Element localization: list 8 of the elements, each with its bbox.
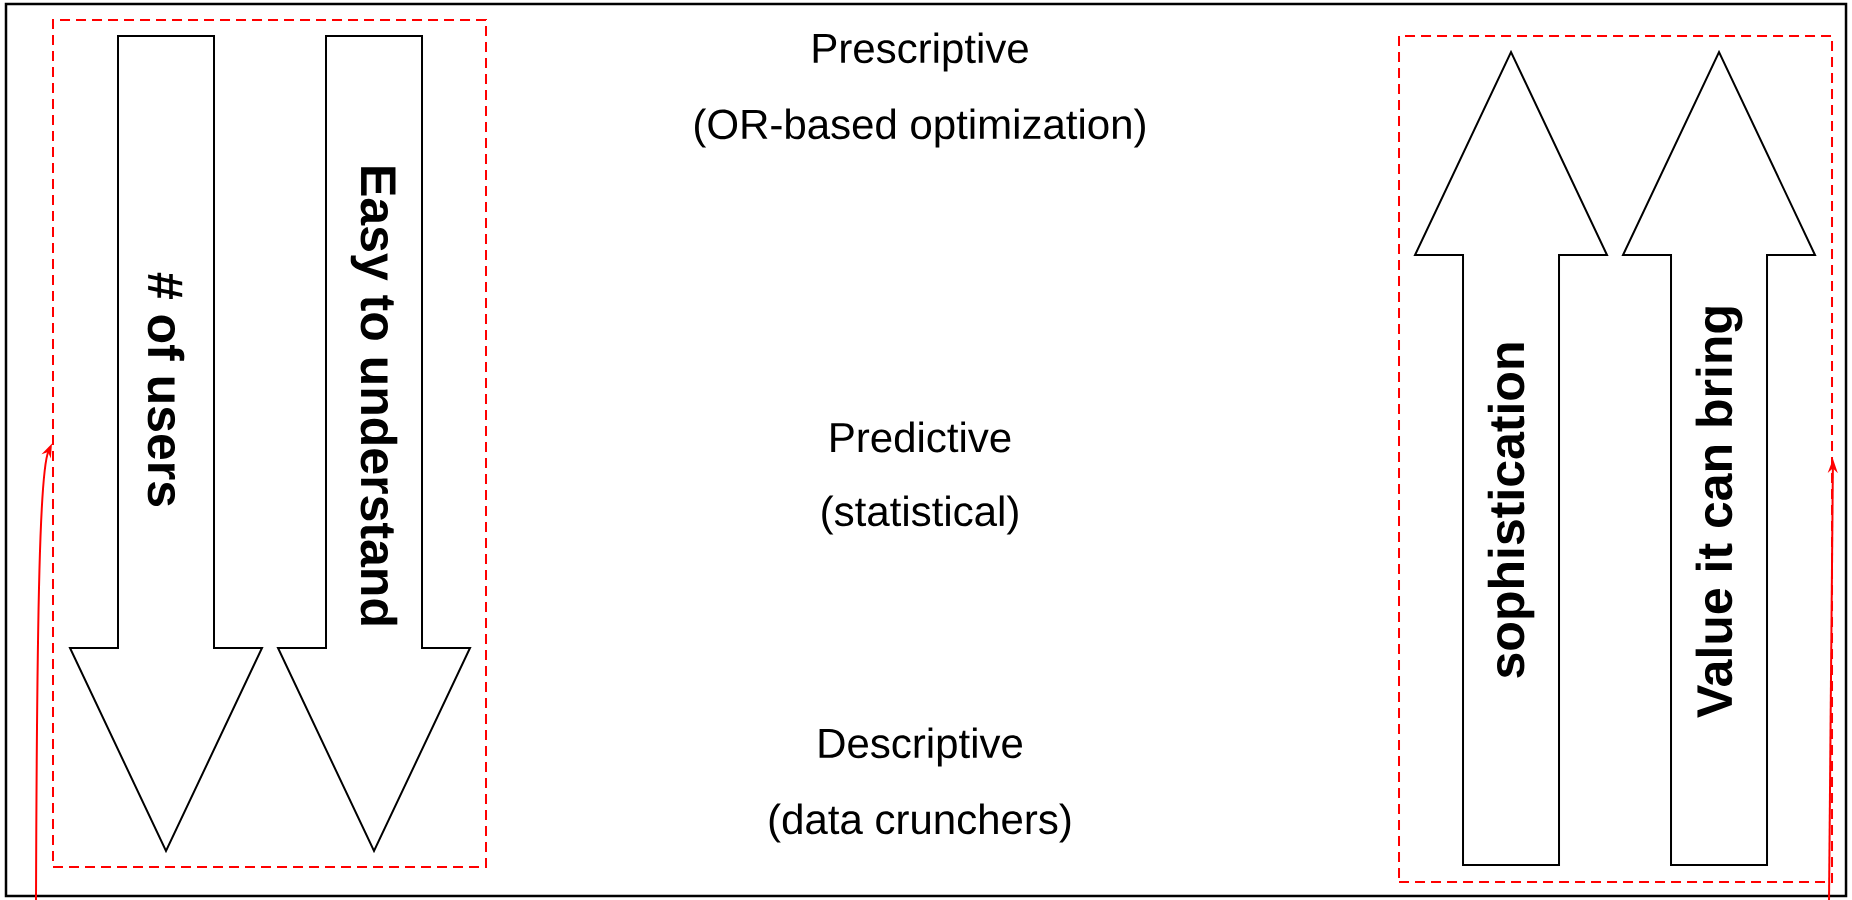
- level-label: Predictive: [831, 421, 1011, 453]
- dashed-group-box: [1398, 35, 1833, 883]
- level-label: Descriptive: [819, 727, 1022, 767]
- level-label: (OR-based optimization): [695, 108, 1145, 148]
- dashed-group-box: [52, 19, 487, 868]
- level-label: (data crunchers): [769, 803, 1071, 843]
- level-label: (statistical): [822, 495, 1018, 535]
- level-label: Prescriptive: [813, 32, 1028, 72]
